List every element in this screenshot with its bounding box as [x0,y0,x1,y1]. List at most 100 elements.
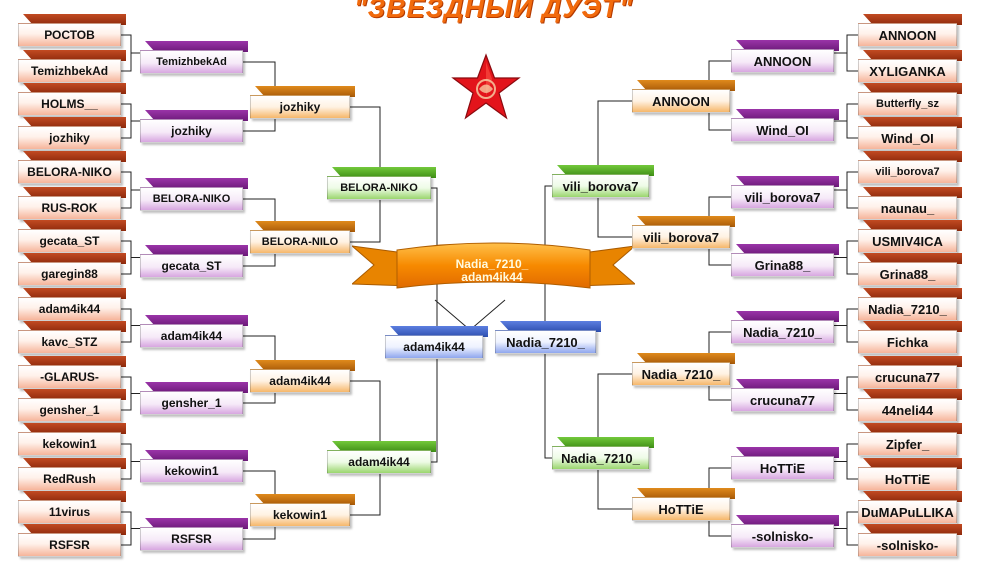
left-round1-slot: gecata_ST [18,229,121,253]
player-name: kavc_STZ [41,335,98,349]
right-round1-slot: HoTTiE [858,467,957,491]
player-name: naunau_ [880,200,935,216]
player-name: ANNOON [878,27,937,43]
player-name: Wind_OI [756,122,809,138]
left-round2-slot-bevel [145,518,248,529]
bracket-connector [597,100,632,174]
player-name: crucuna77 [874,369,941,385]
right-round1-slot-bevel [863,220,962,231]
right-round1-slot-bevel [863,83,962,94]
left-round1-slot-bevel [23,187,126,198]
player-name: kekowin1 [272,508,328,522]
left-round1-slot: РОСТОВ [18,23,121,47]
player-name: Grina88_ [879,266,936,282]
final-player-2: adam4ik44 [461,270,523,284]
bracket-connector [350,380,381,450]
player-name: kekowin1 [42,437,97,451]
left-round1-slot-bevel [23,423,126,434]
right-round1-slot-bevel [863,356,962,367]
final-match-names: Nadia_7210_ adam4ik44 [412,258,572,284]
right-round3-slot-bevel [637,488,735,499]
right-round1-slot-bevel [863,151,962,162]
right-round1-slot: 44neli44 [858,398,957,422]
player-name: adam4ik44 [160,329,223,343]
right-round4-slot: Nadia_7210_ [552,446,649,470]
left-round4-slot-bevel [332,441,436,452]
left-round2-slot-bevel [145,382,248,393]
left-round1-slot-bevel [23,356,126,367]
bracket-title: "ЗВЁЗДНЫЙ ДУЭТ" [353,0,634,23]
right-round1-slot: Wind_OI [858,126,957,150]
player-name: Nadia_7210_ [641,366,721,382]
left-round1-slot: jozhiky [18,126,121,150]
right-round1-slot: Butterfly_sz [858,92,957,116]
player-name: kekowin1 [164,464,219,478]
player-name: adam4ik44 [269,374,331,388]
right-round2-slot-bevel [736,379,839,390]
right-round4-slot-bevel [557,437,654,448]
player-name: vili_borova7 [744,189,821,205]
player-name: vili_borova7 [643,229,719,245]
right-round2-slot: Grina88_ [731,253,834,277]
left-round2-slot: adam4ik44 [140,324,243,348]
right-round3-slot-bevel [637,216,735,227]
left-round1-slot: RedRush [18,467,121,491]
right-round4-slot-bevel [557,165,654,176]
right-round3-slot-bevel [637,353,735,364]
right-round2-slot-bevel [736,447,839,458]
player-name: Nadia_7210_ [561,450,640,466]
right-round1-slot-bevel [863,253,962,264]
left-round1-slot-bevel [23,50,126,61]
bracket-connector [846,34,858,72]
left-round1-slot-bevel [23,117,126,128]
player-name: TemizhbekAd [156,56,227,68]
right-round3-slot: Nadia_7210_ [632,362,730,386]
right-round1-slot-bevel [863,50,962,61]
bracket-connector [434,299,506,331]
right-round1-slot: crucuna77 [858,365,957,389]
player-name: RSFSR [49,538,90,552]
right-round2-slot-bevel [736,109,839,120]
right-round1-slot: naunau_ [858,196,957,220]
right-round2-slot: crucuna77 [731,388,834,412]
left-round3-slot: adam4ik44 [250,369,350,393]
left-round1-slot: garegin88 [18,262,121,286]
right-round2-slot: Nadia_7210_ [731,320,834,344]
left-round2-slot: RSFSR [140,527,243,551]
bracket-connector [846,511,858,546]
right-round2-slot-bevel [736,244,839,255]
left-round2-slot-bevel [145,245,248,256]
right-round2-slot: Wind_OI [731,118,834,142]
player-name: adam4ik44 [38,302,101,316]
player-name: adam4ik44 [403,340,465,354]
final-player-1: Nadia_7210_ [455,257,529,271]
bracket-connector [846,103,858,139]
right-round1-slot: Grina88_ [858,262,957,286]
left-round1-slot-bevel [23,458,126,469]
left-round1-slot-bevel [23,389,126,400]
player-name: -solnisko- [876,537,939,553]
left-round1-slot: RSFSR [18,533,121,557]
right-semifinal-slot: Nadia_7210_ [495,330,596,354]
player-name: HoTTiE [884,471,931,487]
player-name: jozhiky [279,100,321,114]
player-name: DuMAPuLLIKA [861,504,954,520]
left-round3-slot-bevel [255,86,355,97]
player-name: Grina88_ [754,257,811,273]
player-name: HOLMS__ [41,97,98,111]
left-round4-slot: adam4ik44 [327,450,431,474]
bracket-connector [846,240,858,275]
bracket-connector [597,373,632,446]
right-round1-slot: DuMAPuLLIKA [858,500,957,524]
player-name: RSFSR [171,532,212,546]
left-round2-slot: TemizhbekAd [140,50,243,74]
player-name: gensher_1 [39,403,100,417]
player-name: -solnisko- [751,528,814,544]
bracket-connector [597,470,632,510]
player-name: 11virus [48,505,91,519]
right-round3-slot-bevel [637,80,735,91]
right-round1-slot: ANNOON [858,23,957,47]
player-name: RedRush [43,472,96,486]
left-round1-slot-bevel [23,321,126,332]
right-round2-slot: -solnisko- [731,524,834,548]
